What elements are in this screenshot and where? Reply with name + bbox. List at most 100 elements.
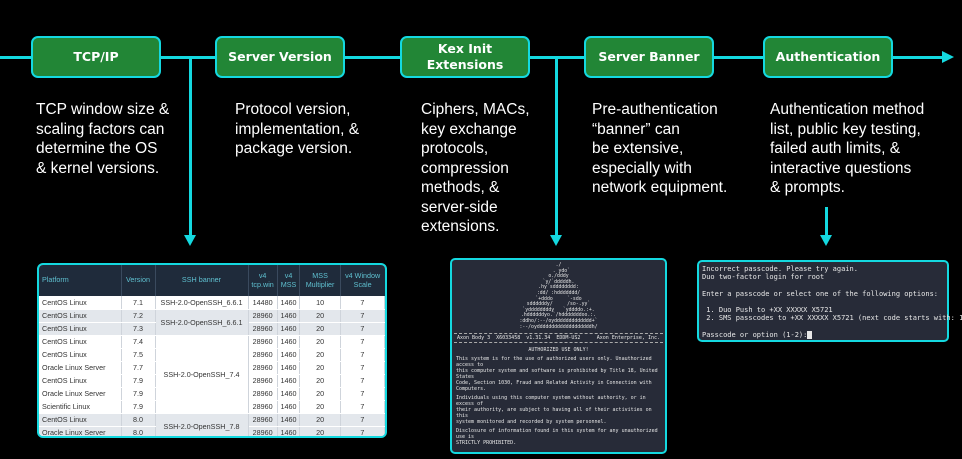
- terminal-line: Duo two-factor login for root: [702, 273, 825, 282]
- timeline-arrow-head: [942, 51, 954, 63]
- table-cell: 28960: [248, 335, 278, 349]
- table-cell: 7: [340, 361, 385, 375]
- desc-server-version: Protocol version, implementation, & packag…: [235, 100, 359, 159]
- description-line: list, public key testing,: [770, 120, 921, 138]
- table-cell: 28960: [248, 322, 278, 336]
- table-cell: 20: [299, 361, 341, 375]
- description-line: & kernel versions.: [36, 159, 160, 177]
- description-line: be extensive,: [592, 140, 684, 157]
- ascii-art-line: :dd/ :hddddddd/: [536, 290, 581, 296]
- table-cell: 1460: [277, 335, 301, 349]
- connector-tcpip: [189, 57, 192, 237]
- table-cell: 28960: [248, 426, 278, 436]
- description-line: & prompts.: [770, 179, 845, 196]
- description-line: determine the OS: [36, 140, 158, 157]
- table-cell: CentOS Linux: [39, 413, 122, 427]
- table-cell: 1460: [277, 374, 301, 388]
- table-cell: 8.0: [121, 426, 156, 436]
- auth-terminal[interactable]: Incorrect passcode. Please try again.Duo…: [697, 260, 962, 342]
- col-version: Version: [121, 265, 156, 296]
- ascii-art-line: `y/`dddddh.: [542, 279, 575, 285]
- table-cell: 1460: [277, 426, 301, 436]
- table-cell: 1460: [277, 309, 301, 323]
- stage-tcpip: TCP/IP: [31, 36, 161, 78]
- table-cell: 7: [340, 387, 385, 401]
- table-cell: 7.9: [121, 374, 156, 388]
- description-line: Authentication method: [770, 101, 925, 118]
- description-line: key exchange: [421, 120, 517, 138]
- description-line: Pre-authentication: [592, 101, 718, 118]
- table-cell: 7: [340, 426, 385, 436]
- table-cell: 20: [299, 387, 341, 401]
- banner-paragraph: Disclosure of information found in this …: [456, 428, 658, 447]
- connector-kex: [555, 57, 558, 237]
- stage-authentication: Authentication: [763, 36, 893, 78]
- description-line: extensions.: [421, 218, 500, 235]
- desc-kex-init: Ciphers, MACs, key exchange protocols, comp…: [421, 100, 530, 237]
- table-cell: 7: [340, 296, 385, 310]
- vendor: Axon Enterprise, Inc.: [596, 335, 660, 342]
- col-window-scale: v4 Window Scale: [340, 265, 385, 296]
- table-cell: 7.4: [121, 335, 156, 349]
- arrow-down-icon: [820, 235, 832, 246]
- description-line: Protocol version,: [235, 101, 351, 118]
- description-line: scaling factors can: [36, 120, 165, 138]
- table-cell: 1460: [277, 387, 301, 401]
- table-cell: 7.1: [121, 296, 156, 310]
- table-cell: 28960: [248, 309, 278, 323]
- table-cell: 28960: [248, 413, 278, 427]
- description-line: package version.: [235, 140, 353, 157]
- table-cell: CentOS Linux: [39, 322, 122, 336]
- table-cell: 28960: [248, 400, 278, 414]
- cursor[interactable]: [807, 330, 812, 339]
- terminal-line: [702, 281, 944, 289]
- connector-auth: [825, 207, 828, 237]
- stage-server-banner: Server Banner: [584, 36, 714, 78]
- table-cell: 7.9: [121, 400, 156, 414]
- table-cell: CentOS Linux: [39, 335, 122, 349]
- col-mss: v4 MSS: [277, 265, 301, 296]
- description-line: methods, &: [421, 179, 500, 196]
- ascii-art-line: :--/oydddddddddddddddddddh/: [519, 324, 598, 330]
- table-cell: 20: [299, 322, 341, 336]
- table-cell: CentOS Linux: [39, 309, 122, 323]
- description-line: Ciphers, MACs,: [421, 101, 530, 118]
- col-tcp-win: v4 tcp.win: [248, 265, 278, 296]
- table-cell: 14480: [248, 296, 278, 310]
- table-cell: SSH-2.0-OpenSSH_6.6.1: [155, 309, 249, 336]
- table-cell: 7: [340, 309, 385, 323]
- arrow-down-icon: [184, 235, 196, 246]
- ascii-art-line: sddddddy/ /so-.yy`: [526, 302, 591, 308]
- table-cell: 28960: [248, 374, 278, 388]
- ascii-art-line: .hy`sdddddddd:: [538, 285, 579, 291]
- description-line: interactive questions: [770, 159, 912, 177]
- description-line: protocols,: [421, 140, 489, 157]
- table-cell: CentOS Linux: [39, 374, 122, 388]
- table-cell: 7: [340, 400, 385, 414]
- description-line: implementation, &: [235, 120, 360, 138]
- col-platform: Platform: [39, 265, 122, 296]
- table-cell: CentOS Linux: [39, 296, 122, 310]
- table-cell: 7: [340, 374, 385, 388]
- table-cell: 7.9: [121, 387, 156, 401]
- table-cell: 1460: [277, 322, 301, 336]
- col-mss-multiplier: MSS Multiplier: [299, 265, 341, 296]
- table-cell: 7.2: [121, 309, 156, 323]
- table-cell: 20: [299, 413, 341, 427]
- table-cell: 20: [299, 400, 341, 414]
- description-line: compression: [421, 159, 509, 177]
- banner-paragraph: Individuals using this computer system w…: [456, 395, 652, 426]
- description-line: failed auth limits, &: [770, 140, 901, 157]
- table-cell: 7: [340, 322, 385, 336]
- table-cell: 28960: [248, 387, 278, 401]
- table-cell: CentOS Linux: [39, 348, 122, 362]
- stage-kex-init: Kex Init Extensions: [400, 36, 530, 78]
- table-cell: 20: [299, 426, 341, 436]
- table-cell: 7.5: [121, 348, 156, 362]
